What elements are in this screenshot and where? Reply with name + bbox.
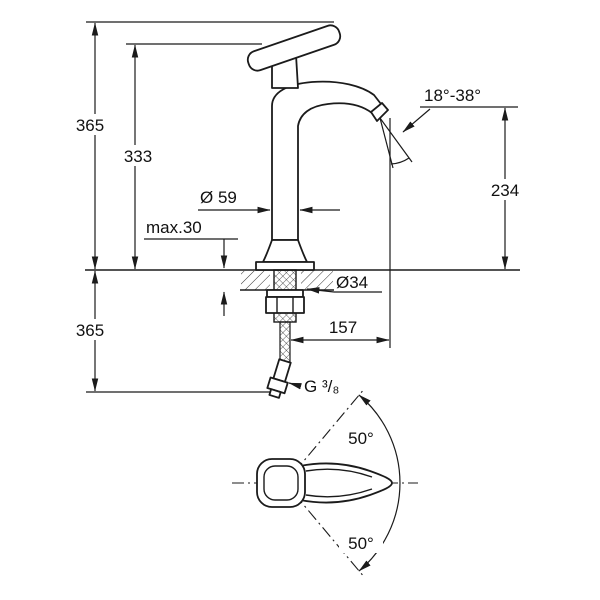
hose-connector	[266, 358, 292, 399]
leader-arrow	[402, 108, 431, 133]
supply-hose	[266, 321, 292, 399]
lever-contour-bottom	[305, 488, 373, 498]
dim-hole-diameter: Ø34	[306, 273, 382, 294]
handle-height-label: 333	[124, 147, 152, 166]
label-bg	[114, 145, 162, 166]
label-bg	[339, 428, 383, 448]
label-bg	[481, 179, 529, 200]
label-bg	[66, 319, 114, 340]
connector-tip	[268, 388, 282, 399]
spout-reach-label: 157	[329, 318, 357, 337]
spout-aerator-icon	[370, 102, 389, 122]
faucet-base-plate	[255, 261, 315, 271]
swing-down-label: 50°	[348, 534, 374, 553]
faucet-base-flare	[262, 239, 308, 263]
stream-angle-arc	[390, 157, 410, 165]
dim-total-height: 365	[66, 21, 334, 270]
dim-spout-height: 234	[420, 106, 529, 270]
lever-contour-top	[305, 468, 373, 478]
label-bg	[339, 533, 383, 553]
thread-size-label: G ³/₈	[304, 377, 339, 396]
shank-nut	[265, 296, 305, 314]
handle-cap-inner	[263, 465, 299, 501]
handle-cap-outer	[256, 458, 306, 508]
spout-height-label: 234	[491, 181, 519, 200]
deck-hatch-left	[241, 271, 270, 290]
dim-max-counter-thickness: max.30	[144, 218, 238, 316]
hose-braid	[279, 321, 291, 363]
dim-height-to-handle: 333	[114, 43, 262, 270]
max-thickness-label: max.30	[146, 218, 202, 237]
dim-spray-angle: 18°-38°	[402, 86, 481, 133]
dim-spout-reach: 157	[290, 118, 391, 348]
dim-hose-length: 365	[66, 270, 270, 393]
leader-arrow	[306, 287, 335, 294]
dim-thread-size: G ³/₈	[288, 377, 339, 396]
water-stream-lines	[379, 117, 413, 169]
handle-lever-top	[299, 462, 393, 504]
stream-line-18	[379, 117, 394, 169]
total-height-label: 365	[76, 116, 104, 135]
stream-line-38	[379, 117, 413, 163]
mounting-shank	[265, 269, 305, 323]
swing-up-label: 50°	[348, 429, 374, 448]
hose-length-label: 365	[76, 321, 104, 340]
leader-arrow	[288, 382, 302, 390]
deck-hatch-right	[301, 271, 333, 290]
dim-body-diameter: Ø 59	[198, 188, 340, 214]
body-diameter-label: Ø 59	[200, 188, 237, 207]
spray-angle-label: 18°-38°	[424, 86, 481, 105]
shank-washer	[266, 289, 304, 298]
faucet-lever	[246, 24, 342, 72]
faucet-body	[271, 80, 382, 241]
label-bg	[66, 114, 114, 135]
handle-top-view: 50° 50°	[232, 387, 418, 579]
hole-diameter-label: Ø34	[336, 273, 368, 292]
